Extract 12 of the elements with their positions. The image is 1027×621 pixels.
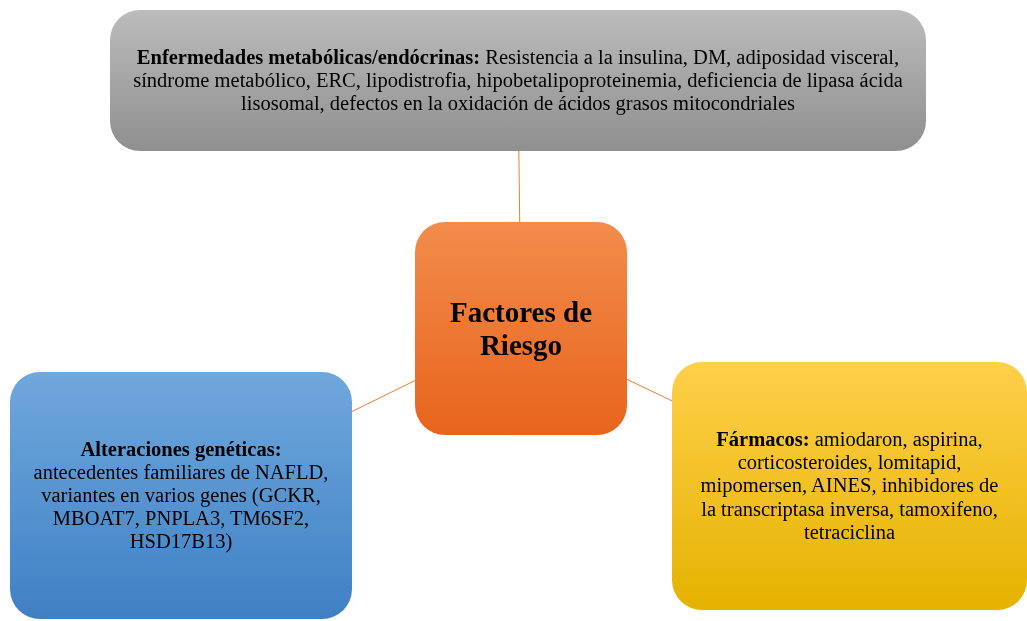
category-box	[10, 372, 352, 619]
category-box	[110, 10, 926, 151]
category-box	[672, 362, 1027, 610]
body-text: Enfermedades metabólicas/endócrinas: Resistencia a la insulina, DM, adiposidad visceral, síndrome metabólico, ERC, lipodistrofia, hipobetalipoproteinemia, deficiencia de lipasa ácida lisosomal, defectos en la oxidación de ácidos grasos mitocondriales	[132, 45, 904, 116]
body-text: Fármacos: amiodaron, aspirina, corticosteroides, lomitapid, mipomersen, AINES, inhibidores de la transcriptasa inversa, tamoxifeno, tetraciclina	[699, 428, 1000, 544]
connector-line	[518, 150, 521, 223]
connector-line	[351, 380, 416, 412]
body-text: antecedentes familiares de NAFLD, variantes en varios genes (GCKR, MBOAT7, PNPLA3, TM6SF2, HSD17B13)	[32, 460, 330, 554]
title-text: Factores de Riesgo	[449, 295, 593, 362]
connector-line	[626, 378, 673, 402]
heading-text: Alteraciones genéticas:	[80, 437, 282, 461]
center-box	[415, 222, 627, 435]
